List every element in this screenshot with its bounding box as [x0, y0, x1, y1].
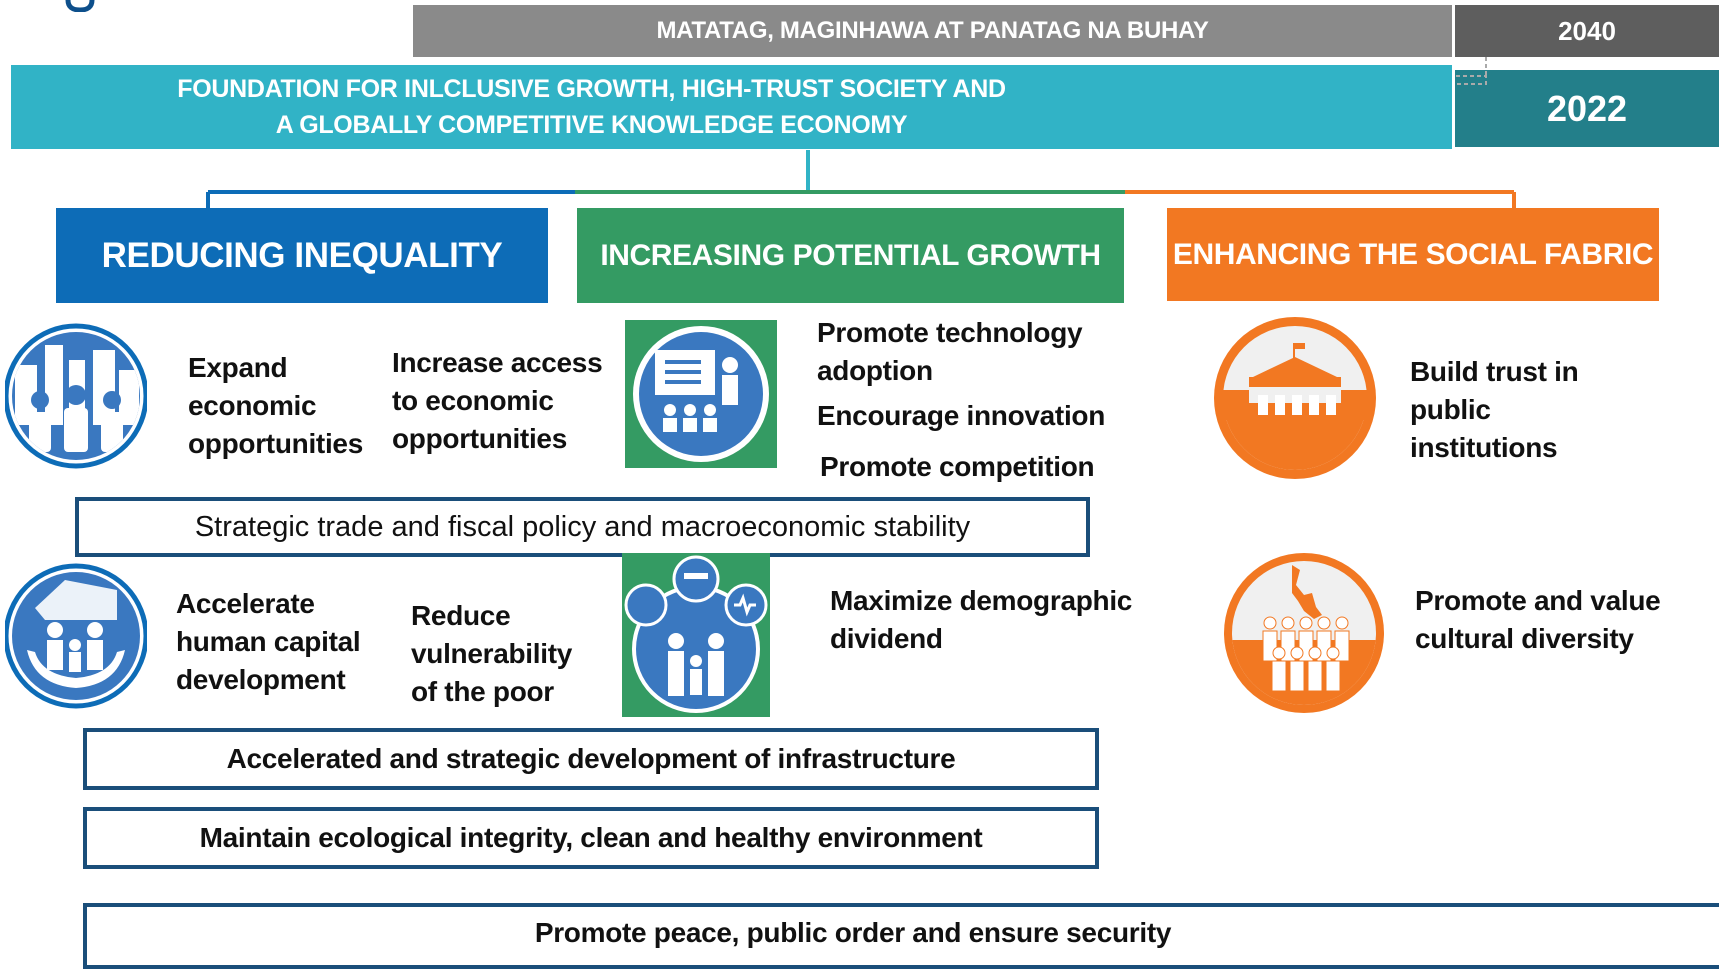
trade-fiscal-policy-box: Strategic trade and fiscal policy and ma…	[75, 497, 1090, 557]
presentation-icon	[625, 320, 777, 468]
encourage-innovation-text: Encourage innovation	[817, 400, 1106, 431]
government-building-icon	[1214, 317, 1376, 479]
philippines-people-icon	[1224, 553, 1384, 713]
promote-competition-text: Promote competition	[820, 451, 1095, 482]
pillar-reducing-inequality: REDUCING INEQUALITY	[56, 208, 548, 303]
family-hands-icon	[5, 563, 147, 709]
pillar-connectors	[206, 57, 1516, 208]
logo-fragment-icon	[65, 0, 95, 12]
peace-security-box: Promote peace, public order and ensure s…	[83, 903, 1719, 969]
vision-year: 2040	[1455, 5, 1719, 57]
pillar-increasing-growth: INCREASING POTENTIAL GROWTH	[577, 208, 1124, 303]
foundation-line-1: FOUNDATION FOR INLCLUSIVE GROWTH, HIGH-T…	[177, 75, 1006, 103]
ecology-box: Maintain ecological integrity, clean and…	[83, 807, 1099, 869]
infrastructure-box: Accelerated and strategic development of…	[83, 728, 1099, 790]
foundation-year: 2022	[1455, 70, 1719, 147]
pillar-social-fabric: ENHANCING THE SOCIAL FABRIC	[1167, 208, 1659, 301]
vision-banner: MATATAG, MAGINHAWA AT PANATAG NA BUHAY	[413, 5, 1452, 57]
city-people-icon	[5, 323, 147, 469]
foundation-line-2: A GLOBALLY COMPETITIVE KNOWLEDGE ECONOMY	[275, 111, 908, 139]
foundation-banner: FOUNDATION FOR INLCLUSIVE GROWTH, HIGH-T…	[11, 65, 1452, 149]
demographic-family-icon	[622, 553, 770, 717]
